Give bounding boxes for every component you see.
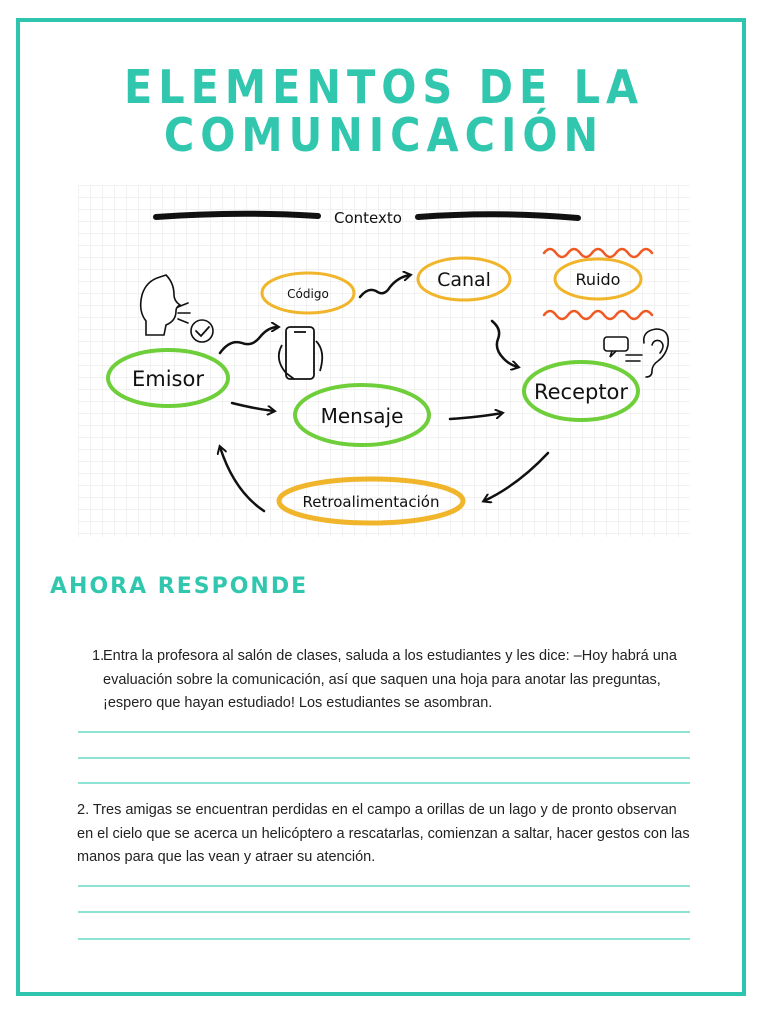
canal-oval: Canal	[416, 256, 512, 302]
smartphone-hand-icon	[277, 326, 324, 380]
question-1: 1. Entra la profesora al salón de clases…	[92, 645, 692, 716]
arrow-canal-receptor	[490, 319, 518, 367]
page-border	[16, 18, 746, 996]
arrows	[218, 275, 550, 513]
receptor-oval: Receptor	[522, 360, 640, 422]
question-1-number: 1.	[92, 648, 105, 664]
section-heading: AHORA RESPONDE	[50, 574, 309, 599]
retroalimentacion-oval: Retroalimentación	[276, 476, 466, 526]
ruido-oval: Ruido	[553, 257, 643, 301]
mensaje-oval: Mensaje	[293, 383, 431, 447]
ruido-label: Ruido	[576, 270, 621, 289]
codigo-oval: Código	[260, 271, 356, 315]
context-bar: Contexto	[153, 209, 581, 227]
arrow-retroalimentacion-emisor	[220, 447, 266, 513]
retroalimentacion-label: Retroalimentación	[303, 493, 440, 511]
arrow-codigo-canal	[358, 275, 410, 299]
page-title-line-2: COMUNICACIÓN	[163, 108, 605, 162]
grid-background	[78, 185, 690, 537]
speech-bubble-icon	[603, 336, 629, 358]
answer-line[interactable]	[78, 911, 690, 913]
question-2-text: 2. Tres amigas se encuentran perdidas en…	[77, 802, 690, 865]
mensaje-label: Mensaje	[321, 404, 404, 428]
arrow-emisor-codigo	[218, 327, 278, 355]
arrow-receptor-retroalimentacion	[484, 451, 550, 501]
answer-line[interactable]	[78, 731, 690, 733]
emisor-label: Emisor	[132, 367, 204, 391]
answer-line[interactable]	[78, 938, 690, 940]
canal-label: Canal	[437, 269, 491, 291]
arrow-mensaje-receptor	[448, 413, 502, 421]
answer-line[interactable]	[78, 782, 690, 784]
answer-line[interactable]	[78, 757, 690, 759]
context-label: Contexto	[334, 209, 402, 227]
question-1-text: Entra la profesora al salón de clases, s…	[103, 648, 677, 711]
receptor-label: Receptor	[534, 380, 628, 404]
head-speaking-icon	[139, 274, 191, 336]
noise-lines	[542, 247, 654, 321]
ear-icon	[625, 328, 670, 378]
checkmark-icon	[190, 319, 214, 343]
emisor-oval: Emisor	[106, 348, 230, 408]
communication-diagram: Contexto Código Canal Ruido Emisor Mensa…	[78, 185, 690, 537]
answer-line[interactable]	[78, 885, 690, 887]
question-2: 2. Tres amigas se encuentran perdidas en…	[77, 799, 692, 870]
page-title-line-1: ELEMENTOS DE LA	[123, 60, 645, 114]
arrow-emisor-mensaje	[230, 401, 274, 411]
codigo-label: Código	[287, 287, 329, 301]
